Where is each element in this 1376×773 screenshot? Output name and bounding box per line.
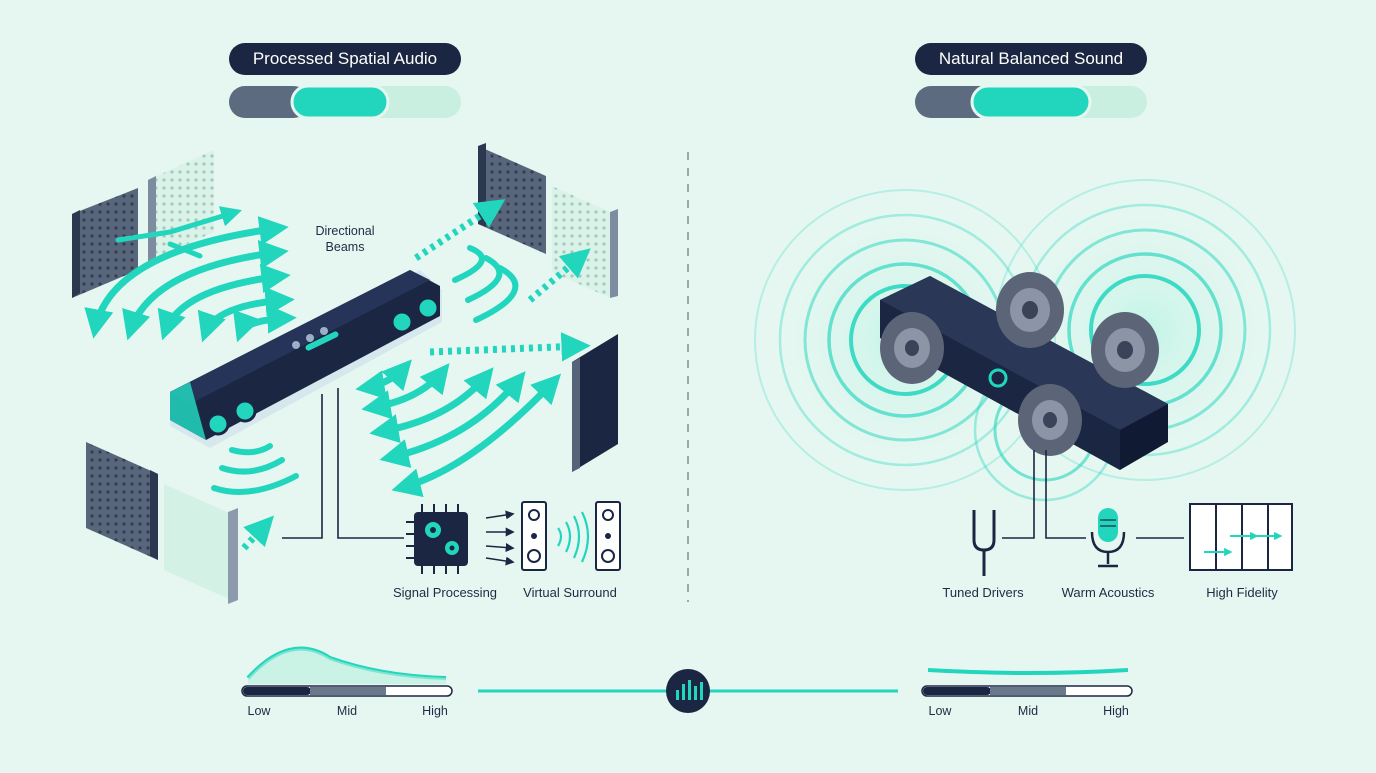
left-eq-curve <box>246 646 447 684</box>
left-panel-title: Processed Spatial Audio <box>229 43 461 75</box>
left-eq-mid: Mid <box>336 704 358 718</box>
signal-grid-icon <box>1189 503 1293 571</box>
chip-gears-icon <box>406 504 468 574</box>
left-soundbar <box>170 270 442 448</box>
beam-label-line1: Directional <box>315 224 375 238</box>
left-level-bar <box>229 84 461 120</box>
stage-label-high-fidelity: High Fidelity <box>1206 585 1278 600</box>
tuning-fork-icon <box>972 510 996 576</box>
chip-output-arrows <box>485 510 515 566</box>
left-connectors <box>282 388 404 539</box>
right-eq-high: High <box>1103 704 1129 718</box>
speaker-tower-icon <box>521 501 621 571</box>
surround-waves <box>557 511 590 563</box>
stage-label-tuned-drivers: Tuned Drivers <box>942 585 1024 600</box>
left-eq-high: High <box>422 704 448 718</box>
right-soundbar <box>880 272 1168 470</box>
right-eq-low: Low <box>928 704 952 718</box>
beam-label-line2: Beams <box>325 240 365 254</box>
stage-label-virtual-surround: Virtual Surround <box>523 585 617 600</box>
stage-label-warm-acoustics: Warm Acoustics <box>1061 585 1155 600</box>
left-eq-bar <box>241 685 453 697</box>
left-eq-low: Low <box>247 704 271 718</box>
right-level-bar <box>915 84 1147 120</box>
dashed-beams <box>241 199 591 551</box>
right-eq-bar <box>921 685 1133 697</box>
microphone-icon <box>1090 508 1126 568</box>
audio-level-icon <box>666 669 710 713</box>
directional-beams <box>84 206 562 498</box>
stage-label-signal-processing: Signal Processing <box>392 585 498 600</box>
right-connectors <box>1002 450 1184 539</box>
right-panel-title: Natural Balanced Sound <box>915 43 1147 75</box>
right-eq-curve <box>927 668 1129 675</box>
beam-label: Directional Beams <box>300 223 390 255</box>
right-eq-mid: Mid <box>1017 704 1039 718</box>
